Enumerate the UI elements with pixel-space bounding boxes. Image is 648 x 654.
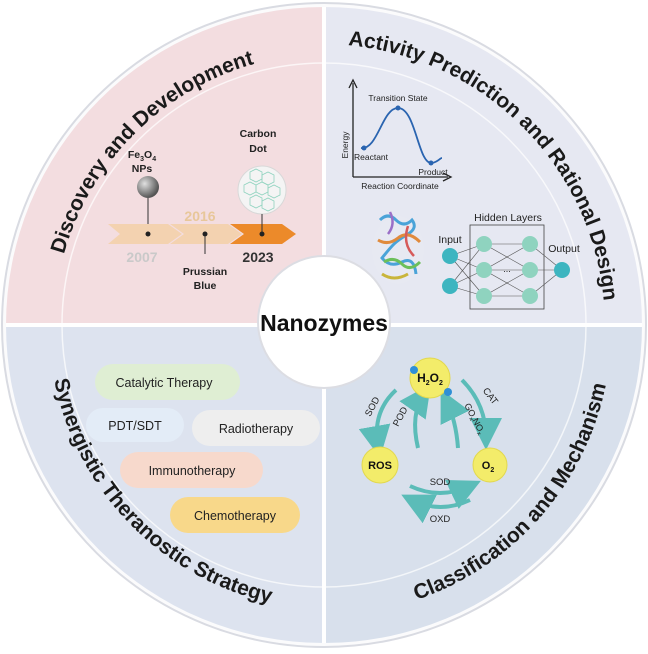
o2-node	[472, 447, 508, 483]
nn-hidden-node	[522, 236, 538, 252]
arrow-goxnox	[440, 389, 470, 449]
nps-label: NPs	[132, 163, 153, 175]
hidden-layers-label: Hidden Layers	[474, 212, 542, 224]
pill-label: PDT/SDT	[108, 419, 162, 433]
prussian-label: Prussian	[183, 266, 227, 278]
h2o2-node	[409, 357, 451, 399]
arrow-pod	[399, 384, 431, 449]
timeline: Fe3O4 NPs 2007 2016 2023 Prussian Blue C…	[108, 128, 296, 292]
energy-plot: Transition State Reactant Product Reacti…	[340, 78, 453, 191]
pill-chemotherapy	[170, 497, 300, 533]
timeline-dot-2007	[145, 231, 151, 237]
blue-label: Blue	[194, 280, 217, 292]
carbon-dot-lattice	[243, 168, 281, 212]
pill-radiotherapy	[192, 410, 320, 446]
ros-label: ROS	[368, 460, 392, 472]
fe3o4-label: Fe3O4	[128, 149, 156, 163]
input-label: Input	[438, 234, 461, 246]
fe3o4-sphere	[137, 176, 159, 198]
year-2016: 2016	[184, 208, 215, 224]
h2o2-label: H2O2	[417, 371, 443, 387]
energy-curve	[360, 107, 443, 164]
nn-ellipsis: ...	[503, 264, 511, 274]
nn-hidden-node	[476, 236, 492, 252]
h2o2-atom-icon	[410, 366, 418, 374]
product-label: Product	[418, 167, 448, 177]
carbon-label: Carbon	[240, 128, 277, 140]
h2o2-atom-icon	[444, 388, 452, 396]
pill-label: Catalytic Therapy	[115, 376, 213, 390]
pill-immunotherapy	[120, 452, 263, 488]
arrow-sod-bottom	[409, 479, 481, 509]
y-arrowhead	[348, 78, 358, 89]
nn-hidden-node	[476, 262, 492, 278]
reactant-point	[361, 145, 367, 151]
nn-hidden-node	[522, 262, 538, 278]
pill-label: Immunotherapy	[149, 464, 237, 478]
pill-label: Chemotherapy	[194, 509, 277, 523]
arrow-oxd	[401, 494, 471, 524]
reactant-label: Reactant	[354, 152, 389, 162]
pill-label: Radiotherapy	[219, 422, 294, 436]
transition-label: Transition State	[368, 93, 427, 103]
nn-output-node	[554, 262, 570, 278]
therapy-pills: Catalytic Therapy PDT/SDT Radiotherapy I…	[86, 364, 320, 533]
neural-network: Hidden Layers Input Output ...	[438, 212, 580, 310]
dot-label: Dot	[249, 143, 267, 155]
x-axis-label: Reaction Coordinate	[361, 181, 439, 191]
quadrant-bottom-right	[324, 325, 642, 643]
arrow-cat	[460, 378, 502, 450]
product-point	[428, 160, 434, 166]
oxd-label: OXD	[430, 514, 451, 525]
nn-hidden-node	[476, 288, 492, 304]
center-circle	[257, 255, 391, 389]
nn-input-node-2	[442, 278, 458, 294]
ros-node	[361, 446, 399, 484]
year-2023: 2023	[242, 249, 273, 265]
pill-catalytic-therapy	[95, 364, 240, 400]
o2-label: O2	[482, 460, 495, 474]
year-2007: 2007	[126, 249, 157, 265]
arrow-sod-left	[358, 388, 398, 458]
sod-bottom-label: SOD	[430, 477, 451, 488]
timeline-dot-2016	[202, 231, 208, 237]
y-axis-label: Energy	[340, 131, 350, 159]
transition-point	[395, 105, 401, 111]
quadrant-top-left	[6, 7, 324, 325]
nn-hidden-node	[522, 288, 538, 304]
timeline-dot-2023	[259, 231, 265, 237]
protein-structure-icon	[372, 211, 424, 284]
x-arrowhead	[442, 172, 453, 182]
nn-input-node-1	[442, 248, 458, 264]
pill-pdt-sdt	[86, 408, 184, 442]
hidden-layer-box	[469, 224, 545, 310]
output-label: Output	[548, 243, 580, 255]
timeline-segment-2007	[108, 224, 182, 244]
center-label: Nanozymes	[260, 310, 388, 336]
